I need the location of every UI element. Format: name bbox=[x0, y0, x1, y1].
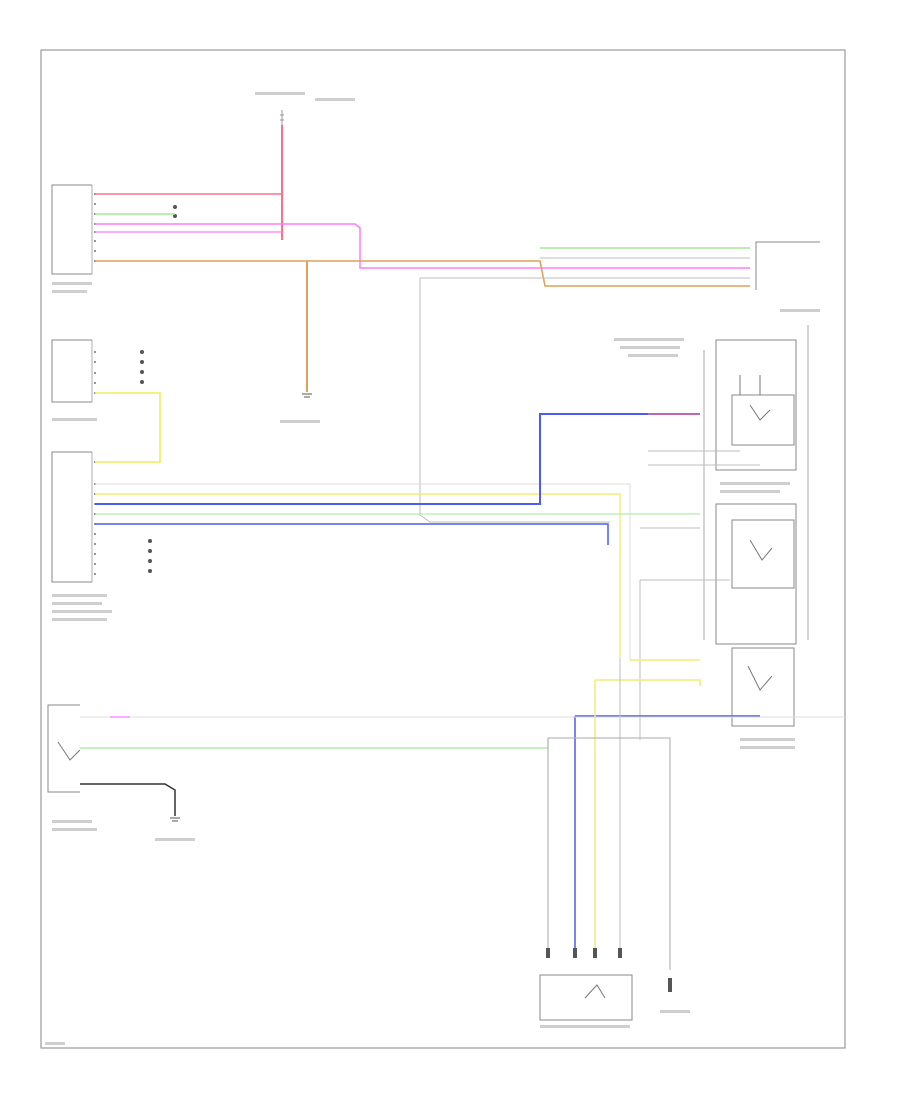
label-blocks bbox=[45, 92, 820, 1045]
bottom-pins bbox=[546, 948, 672, 992]
component-lower-left-module bbox=[51, 451, 93, 583]
diagram-frame bbox=[40, 49, 846, 1049]
top-fuse-feed bbox=[280, 110, 284, 240]
relay-contacts bbox=[739, 375, 773, 691]
wires-module bbox=[95, 413, 700, 661]
component-bottom-motor bbox=[539, 737, 671, 1021]
component-right-sensor bbox=[755, 241, 820, 290]
ground-symbol-left bbox=[170, 817, 180, 822]
wires-relay-inputs bbox=[574, 413, 760, 950]
component-top-left bbox=[51, 184, 93, 275]
relay-column bbox=[703, 325, 809, 727]
splice-dots bbox=[140, 205, 177, 573]
wires-middle-left bbox=[95, 392, 161, 463]
component-middle-left bbox=[51, 339, 93, 403]
wires-top-section bbox=[95, 193, 750, 523]
left-pin-marks bbox=[94, 193, 96, 575]
component-lower-left-switch bbox=[47, 704, 81, 793]
wires-lower-left bbox=[80, 716, 845, 816]
ground-symbol-orange bbox=[302, 393, 312, 398]
